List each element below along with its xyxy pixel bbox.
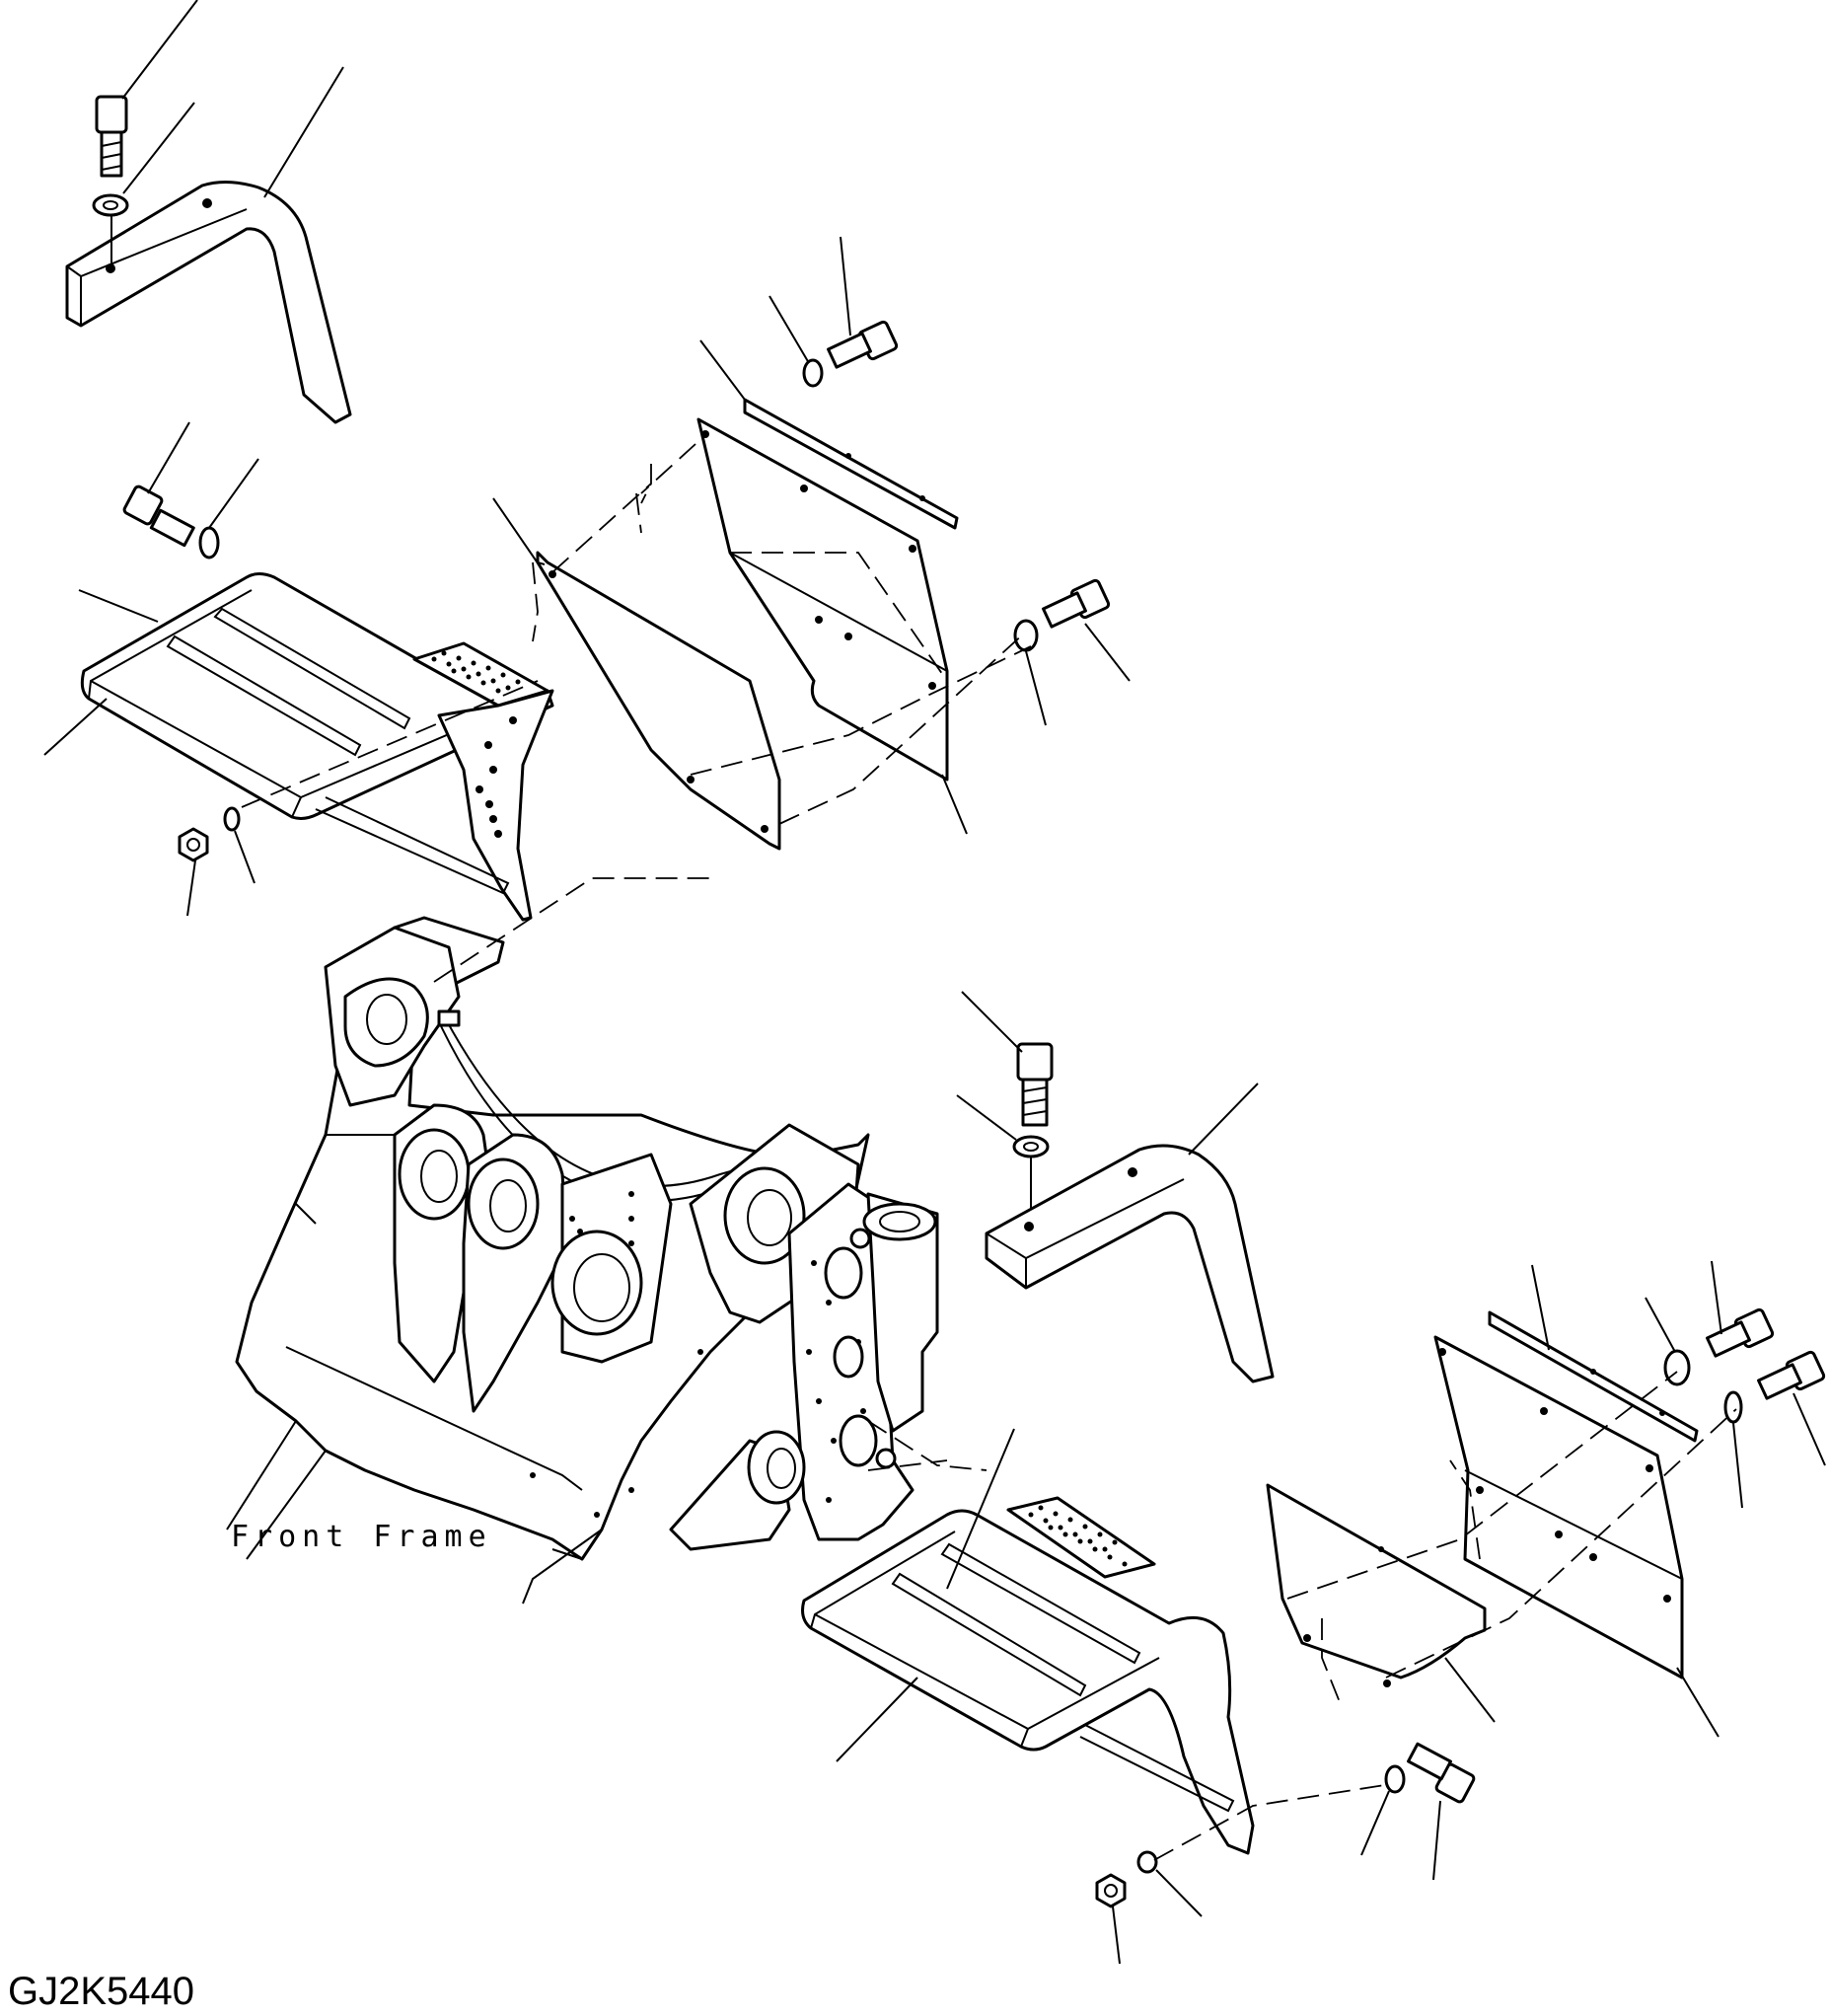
lower-right-step-washer <box>1384 1764 1406 1794</box>
upper-left-step-side-bracket <box>437 689 554 922</box>
upper-left-bracket <box>65 181 352 424</box>
upper-left-strip <box>743 398 959 530</box>
upper-left-washer <box>92 193 129 217</box>
lower-right-bracket-group <box>956 991 1275 1383</box>
upper-left-bracket-group <box>65 0 352 424</box>
upper-left-nut <box>178 827 209 862</box>
lower-right-bolt <box>1016 1042 1054 1127</box>
front-frame-label: Front Frame <box>231 1520 492 1554</box>
upper-left-step-lower-washer <box>223 806 241 832</box>
lower-right-cover-bolt-b <box>1757 1350 1826 1400</box>
upper-left-cover-top-bolt <box>827 320 899 369</box>
upper-left-outer-cover <box>696 417 949 782</box>
lower-right-step-bolt <box>1407 1742 1476 1804</box>
lower-right-inner-cover <box>1266 1483 1487 1680</box>
upper-left-cover-right-washer <box>1013 619 1039 652</box>
lower-right-step-lower-washer <box>1136 1850 1158 1874</box>
lower-right-washer <box>1012 1135 1050 1158</box>
lower-right-step <box>801 1509 1255 1855</box>
lower-right-nut <box>1095 1873 1127 1908</box>
lower-right-cover-washer-b <box>1723 1390 1743 1424</box>
lower-right-step-tread <box>1006 1496 1156 1579</box>
upper-left-inner-cover <box>536 551 781 851</box>
upper-left-cover-top-washer <box>802 358 824 388</box>
lower-right-covers-group <box>1266 1260 1826 1738</box>
drawing-code-label: GJ2K5440 <box>8 1970 194 2013</box>
upper-left-step <box>80 572 554 820</box>
lower-right-bracket <box>985 1144 1275 1383</box>
front-frame: Front Frame <box>226 916 939 1605</box>
upper-left-step-washer <box>198 526 220 560</box>
upper-left-step-bolt <box>122 485 195 548</box>
upper-left-cover-right-bolt <box>1042 578 1111 629</box>
upper-left-covers-group <box>492 236 1131 851</box>
upper-left-bolt <box>95 95 128 178</box>
upper-left-step-group <box>43 421 554 922</box>
lower-right-step-group <box>801 1428 1476 1965</box>
lower-right-cover-bolt-a <box>1706 1307 1775 1358</box>
lower-right-strip <box>1488 1310 1699 1443</box>
lower-right-cover-washer-a <box>1663 1349 1691 1386</box>
